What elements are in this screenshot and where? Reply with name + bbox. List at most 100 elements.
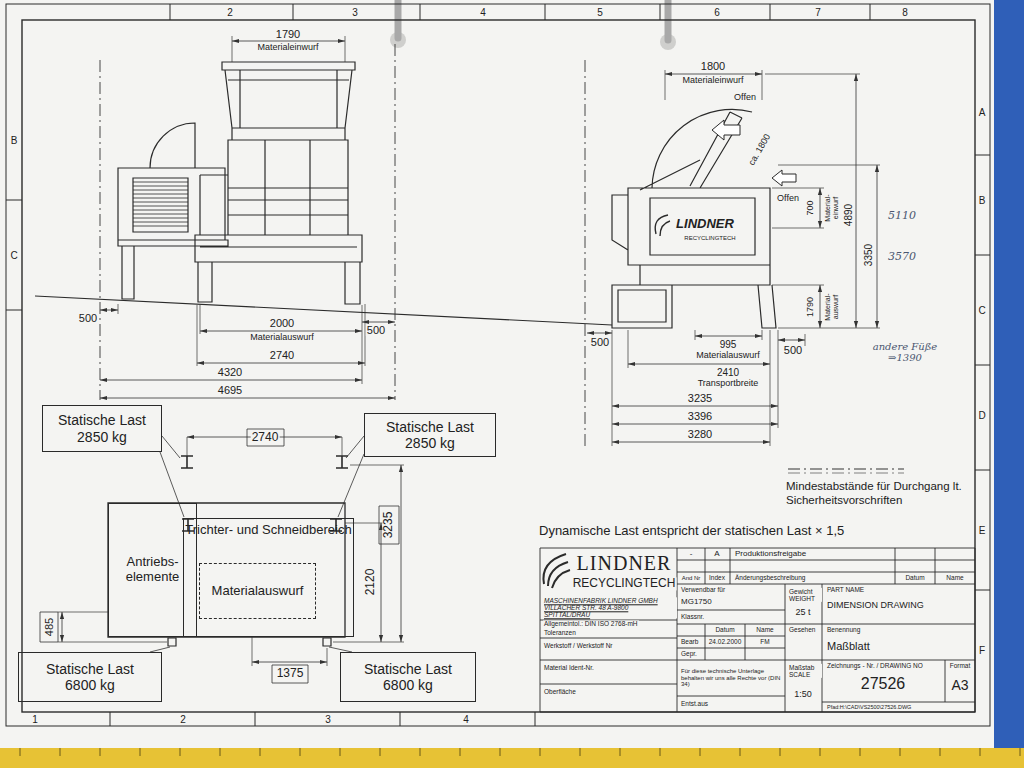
title-block-text: Bearb <box>680 638 699 645</box>
label-anchor: Werkstoff / Werkstoff Nr <box>543 642 614 649</box>
dimension-caption: Materialauswurf <box>249 333 315 343</box>
label-anchor: 3396 <box>687 410 713 422</box>
label-anchor: 3235 <box>687 392 713 404</box>
label-anchor: 3280 <box>687 428 713 440</box>
label-anchor: Material Ident-Nr. <box>543 664 595 671</box>
label-anchor: - <box>689 550 694 559</box>
label-anchor: 8 <box>901 7 909 18</box>
title-block-text: A3 <box>950 678 969 693</box>
label-anchor: B <box>978 195 987 206</box>
dimension-caption: Material- auswurf <box>824 288 839 326</box>
label-anchor: Maßblatt <box>826 640 871 652</box>
zone-ticks <box>6 4 990 726</box>
dimension-value: 1790 <box>806 296 816 318</box>
label-anchor: Änderungsbeschreibung <box>734 574 806 581</box>
dimension-value: 4320 <box>217 366 243 378</box>
title-block-text: Material Ident-Nr. <box>543 664 595 671</box>
ruler-ticks <box>20 748 1020 756</box>
box-text: 2850 kg <box>405 435 455 451</box>
title-block-text: DIMENSION DRAWING <box>826 601 925 611</box>
label-anchor: 3235 <box>382 511 395 540</box>
load-box: Statische Last2850 kg <box>42 405 162 452</box>
zone-marker: 4 <box>462 714 470 725</box>
box-text: Statische Last <box>386 419 474 435</box>
label-anchor: 2740 <box>251 431 280 444</box>
label-anchor: Bearb <box>680 638 699 645</box>
dimension-value: 700 <box>806 199 816 216</box>
label-anchor: 1:50 <box>793 690 813 700</box>
clearance-line-sample <box>788 473 904 474</box>
dimension-value: 1790 <box>275 28 301 40</box>
dimension-line <box>197 363 365 364</box>
label-anchor: Material- auswurf <box>824 288 839 326</box>
legend-text: Mindestabstände für Durchgang lt. Sicher… <box>786 479 971 508</box>
label-anchor: Entst.aus <box>680 700 709 707</box>
dimension-value: 500 <box>783 344 803 356</box>
title-block-text: Name <box>945 574 964 581</box>
zone-marker: 1 <box>31 714 39 725</box>
label-anchor: Material- einwurf <box>824 189 839 227</box>
label-anchor: Materialauswurf <box>249 333 315 343</box>
dimension-line <box>612 424 778 425</box>
zone-marker: 7 <box>814 7 822 18</box>
dimension-line <box>100 398 395 399</box>
company-logo: LINDNER <box>576 552 673 574</box>
label-anchor: Allgemeintol.: DIN ISO 2768-mH <box>543 620 639 627</box>
label-anchor: MASCHINENFABRIK LINDNER GMBH VILLACHER S… <box>543 597 677 618</box>
zone-marker: 4 <box>479 7 487 18</box>
label-anchor: 500 <box>366 324 386 336</box>
dimension-value: 3280 <box>687 428 713 440</box>
dimension-caption: Offen <box>776 194 800 204</box>
label-anchor: 27526 <box>860 675 907 693</box>
dimension-line <box>252 662 327 663</box>
label-anchor: Produktionsfreigabe <box>734 550 807 559</box>
dimension-value: 3235 <box>687 392 713 404</box>
zone-marker: 8 <box>901 7 909 18</box>
paper-sheet <box>0 0 994 748</box>
label-anchor: 6 <box>713 7 721 18</box>
floor-line <box>35 296 612 325</box>
label-anchor: Transportbreite <box>697 379 760 389</box>
zone-marker: C <box>9 250 18 261</box>
title-block-text: Maßblatt <box>826 640 871 652</box>
dimension-line <box>381 523 382 642</box>
dimension-value: 2120 <box>364 568 377 597</box>
label-anchor: Gepr. <box>680 650 698 657</box>
clearance-line-sample <box>788 469 904 470</box>
label-anchor: 500 <box>590 336 610 348</box>
label-anchor: E <box>978 525 987 536</box>
title-block-text: 1:50 <box>793 690 813 700</box>
title-block-text: Werkstoff / Werkstoff Nr <box>543 642 614 649</box>
title-block-text: Datum <box>904 574 925 581</box>
label-anchor: RECYCLINGTECH <box>572 577 677 590</box>
dimension-caption: Materialeinwurf <box>256 43 319 53</box>
label-anchor: 4890 <box>843 203 854 227</box>
box-text: Trichter- und Schneidbereich <box>185 523 351 538</box>
box-text: 6800 kg <box>65 677 115 693</box>
label-anchor: Klassnr. <box>680 613 705 620</box>
dimension-line <box>778 340 805 341</box>
title-block-text: Für diese technische Unterlage behalten … <box>680 668 784 688</box>
title-block-text: Entst.aus <box>680 700 709 707</box>
dimension-value: 1375 <box>276 667 305 680</box>
handwritten-note: 3570 <box>887 251 917 263</box>
label-anchor: 3350 <box>863 243 874 267</box>
dimension-line <box>612 442 770 443</box>
dimension-value: 2740 <box>251 431 280 444</box>
dimension-value: 4890 <box>843 203 854 227</box>
label-anchor: D <box>977 410 986 421</box>
title-block-text: Benennung <box>826 626 861 633</box>
label-anchor: 2 <box>179 714 187 725</box>
label-anchor: Name <box>945 574 964 581</box>
load-box: Statische Last6800 kg <box>340 652 476 702</box>
hopper-area: Trichter- und SchneidbereichMaterialausw… <box>183 518 354 637</box>
shredder-front-view <box>118 62 362 304</box>
label-anchor: Materialeinwurf <box>681 76 744 86</box>
label-anchor: 1790 <box>275 28 301 40</box>
leader-line <box>150 436 364 652</box>
label-anchor: Oberfläche <box>543 688 577 695</box>
label-anchor: 2740 <box>269 349 295 361</box>
dimension-line <box>612 406 778 407</box>
title-block-text: Pfad:H:\CAD\VS2500\27526.DWG <box>826 704 912 710</box>
